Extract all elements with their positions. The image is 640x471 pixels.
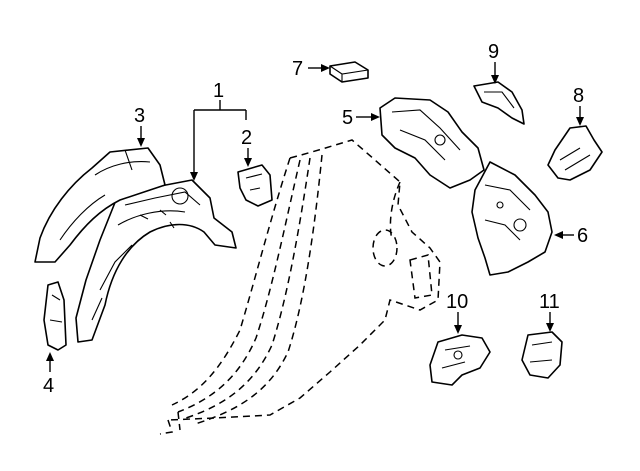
part-2-bracket bbox=[237, 164, 273, 207]
part-10-bracket bbox=[429, 334, 491, 386]
part-11-bracket bbox=[521, 331, 563, 379]
callout-11: 11 bbox=[539, 291, 560, 313]
part-3-wheelhouse-inner bbox=[34, 147, 166, 263]
part-5-inner-panel bbox=[379, 97, 485, 189]
quarter-panel-outline bbox=[159, 139, 441, 435]
callout-8: 8 bbox=[573, 85, 584, 107]
callout-2: 2 bbox=[241, 127, 252, 149]
leader-lines bbox=[46, 62, 584, 372]
callout-9: 9 bbox=[488, 41, 499, 63]
part-7-pad bbox=[329, 61, 369, 83]
part-1-wheelhouse-outer bbox=[75, 179, 237, 343]
part-4-pillar-reinforcement bbox=[43, 281, 67, 351]
callout-3: 3 bbox=[134, 105, 145, 127]
part-6-extension bbox=[471, 161, 553, 276]
callout-1: 1 bbox=[213, 80, 224, 102]
part-9-bracket bbox=[473, 81, 525, 125]
callout-6: 6 bbox=[577, 225, 588, 247]
part-8-reinforcement bbox=[547, 125, 603, 181]
callout-5: 5 bbox=[342, 107, 353, 129]
callout-10: 10 bbox=[446, 291, 468, 313]
callout-labels: 1 2 3 4 5 6 7 8 9 10 11 bbox=[43, 41, 588, 397]
callout-7: 7 bbox=[292, 58, 303, 80]
callout-4: 4 bbox=[43, 375, 54, 397]
